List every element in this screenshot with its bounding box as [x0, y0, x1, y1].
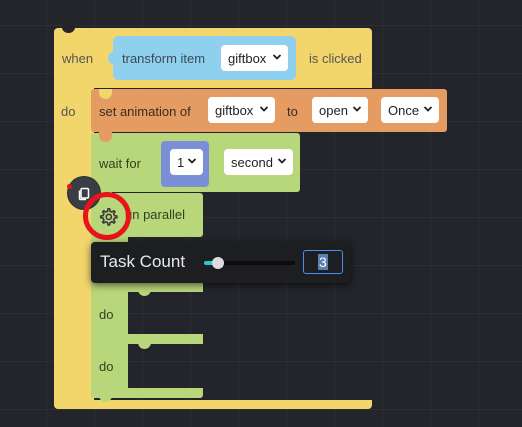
chevron-down-icon	[277, 154, 287, 168]
parallel-block-footer	[91, 388, 203, 398]
set-animation-notch	[99, 89, 112, 99]
set-animation-label: set animation of	[99, 104, 191, 119]
trigger-item-value: giftbox	[228, 50, 267, 66]
is-clicked-label: is clicked	[309, 51, 362, 66]
animation-mode-dropdown[interactable]: Once	[381, 97, 439, 123]
parallel-branch-2-notch	[138, 337, 151, 349]
task-count-value: 3	[318, 254, 328, 270]
chevron-down-icon	[259, 102, 269, 116]
slider-track	[204, 261, 295, 265]
animation-target-value: giftbox	[215, 102, 254, 118]
task-count-input[interactable]: 3	[303, 250, 343, 274]
gear-icon	[96, 208, 120, 233]
copy-icon	[76, 185, 92, 206]
event-block-hat-dot	[62, 22, 75, 33]
wait-amount-dropdown[interactable]: 1	[170, 149, 203, 175]
chevron-down-icon	[423, 102, 433, 116]
when-label: when	[62, 51, 94, 66]
settings-button[interactable]	[96, 205, 120, 229]
parallel-do-label-1: do	[99, 307, 114, 322]
event-block-footer	[54, 400, 372, 409]
parallel-branch-1-notch	[138, 284, 151, 296]
chevron-down-icon	[187, 154, 197, 168]
run-parallel-label: un parallel	[125, 207, 185, 222]
wait-unit-dropdown[interactable]: second	[224, 149, 293, 175]
wait-for-label: wait for	[99, 156, 141, 171]
transform-item-connector	[108, 52, 118, 64]
to-label: to	[287, 104, 298, 119]
task-count-slider[interactable]	[204, 257, 295, 269]
task-count-label: Task Count	[100, 252, 186, 271]
trigger-item-dropdown[interactable]: giftbox	[221, 45, 288, 71]
wait-amount-value: 1	[177, 154, 185, 170]
parallel-do-label-2: do	[99, 359, 114, 374]
animation-name-dropdown[interactable]: open	[312, 97, 368, 123]
chevron-down-icon	[272, 50, 282, 64]
settings-highlight-ring	[83, 192, 131, 240]
animation-target-dropdown[interactable]: giftbox	[208, 97, 275, 123]
transform-item-label: transform item	[122, 51, 206, 66]
slider-thumb[interactable]	[211, 257, 224, 269]
animation-mode-value: Once	[388, 102, 420, 118]
copy-indicator-dot	[67, 184, 72, 189]
slider-fill	[204, 261, 218, 265]
wait-unit-value: second	[231, 154, 273, 170]
animation-name-value: open	[319, 102, 348, 118]
event-block-spine	[54, 88, 94, 402]
wait-block-notch	[99, 132, 112, 142]
parallel-footer-notch	[99, 393, 112, 402]
do-label: do	[61, 104, 76, 119]
chevron-down-icon	[352, 102, 362, 116]
